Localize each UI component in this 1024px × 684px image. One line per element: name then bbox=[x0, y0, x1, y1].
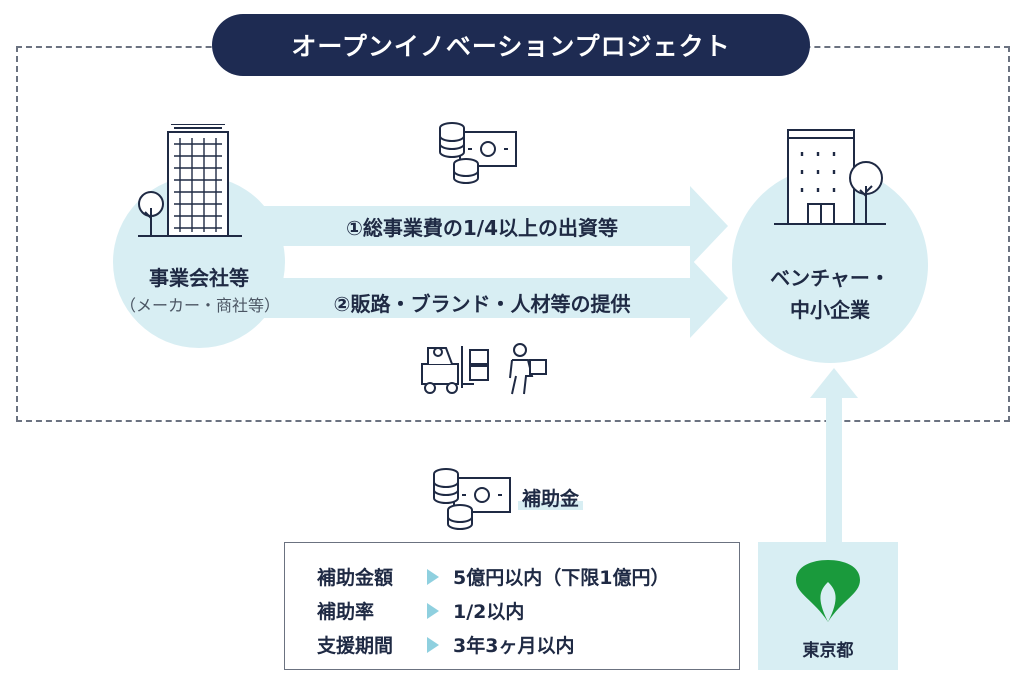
arrow-tokyo-support bbox=[810, 368, 858, 546]
info-row: 補助率 1/2以内 bbox=[317, 597, 524, 624]
right-node-label: ベンチャー・ 中小企業 bbox=[732, 262, 928, 326]
info-key: 補助率 bbox=[317, 601, 375, 623]
info-key: 補助金額 bbox=[317, 567, 394, 589]
arrow-label-provision: ②販路・ブランド・人材等の提供 bbox=[333, 292, 631, 316]
forklift-icon bbox=[421, 346, 489, 394]
project-title: オープンイノベーションプロジェクト bbox=[212, 14, 810, 76]
info-value: 1/2以内 bbox=[453, 601, 525, 623]
left-node-sub: （メーカー・商社等） bbox=[119, 296, 280, 315]
tree-icon bbox=[849, 161, 883, 224]
arrow-investment bbox=[240, 186, 728, 266]
info-row: 補助金額 5億円以内（下限1億円） bbox=[317, 563, 669, 590]
subsidy-label-wrap: 補助金 bbox=[518, 484, 584, 511]
triangle-bullet-icon bbox=[427, 568, 439, 585]
small-building-icon bbox=[774, 129, 886, 225]
tokyo-ginkgo-icon bbox=[796, 560, 860, 622]
subsidy-label: 補助金 bbox=[518, 488, 584, 510]
triangle-bullet-icon bbox=[427, 602, 439, 619]
info-row: 支援期間 3年3ヶ月以内 bbox=[317, 631, 574, 658]
arrow-provision bbox=[240, 258, 728, 338]
info-value: 5億円以内（下限1億円） bbox=[453, 567, 670, 589]
info-value: 3年3ヶ月以内 bbox=[453, 635, 575, 657]
left-node-label: 事業会社等 bbox=[149, 266, 249, 290]
subsidy-info-box: 補助金額 5億円以内（下限1億円） 補助率 1/2以内 支援期間 3年3ヶ月以内 bbox=[284, 542, 740, 670]
triangle-bullet-icon bbox=[427, 636, 439, 653]
right-node-label-line1: ベンチャー・ bbox=[770, 266, 890, 290]
tree-icon bbox=[138, 191, 164, 236]
worker-box-icon bbox=[509, 343, 547, 395]
arrows-layer bbox=[240, 186, 728, 338]
right-node-label-line2: 中小企業 bbox=[790, 298, 870, 322]
tokyo-label: 東京都 bbox=[802, 641, 854, 661]
tokyo-box: 東京都 bbox=[758, 542, 898, 670]
money-stack-icon bbox=[433, 468, 511, 530]
info-key: 支援期間 bbox=[317, 635, 394, 657]
money-stack-icon bbox=[439, 122, 517, 184]
arrow-label-investment: ①総事業費の1/4以上の出資等 bbox=[345, 216, 619, 240]
office-building-icon bbox=[138, 124, 242, 237]
